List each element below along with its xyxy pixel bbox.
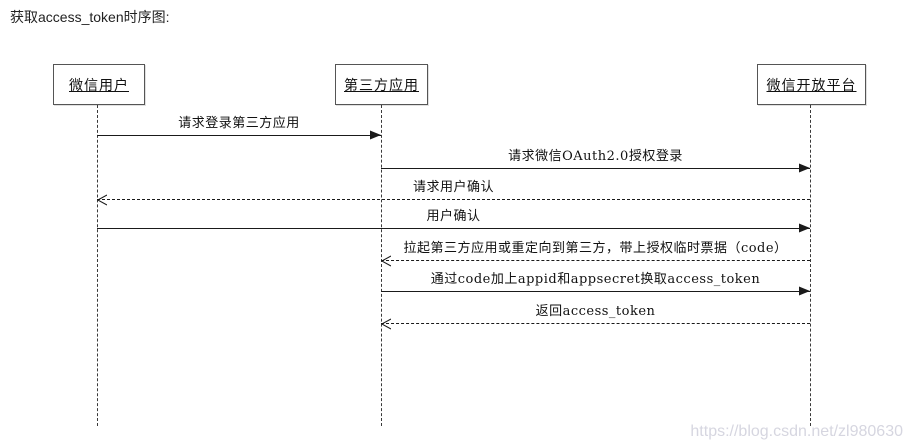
arrowhead-filled-icon — [799, 223, 810, 233]
watermark: https://blog.csdn.net/zl980630 — [690, 423, 903, 440]
actor-box-wechat-user: 微信用户 — [53, 64, 145, 105]
message-redirect-with-code: 拉起第三方应用或重定向到第三方，带上授权临时票据（code） — [381, 240, 810, 267]
message-label: 返回access_token — [535, 304, 656, 319]
arrowhead-filled-icon — [799, 286, 810, 296]
arrowhead-open-icon — [381, 318, 391, 330]
message-line — [381, 291, 810, 292]
actor-label: 微信开放平台 — [766, 77, 857, 94]
lifeline-wechat-open-platform — [810, 105, 811, 426]
page-title: 获取access_token时序图: — [10, 9, 170, 25]
message-exchange-access-token: 通过code加上appid和appsecret换取access_token — [381, 271, 810, 296]
message-line — [97, 199, 810, 200]
message-line — [97, 228, 810, 229]
message-request-oauth-login: 请求微信OAuth2.0授权登录 — [381, 148, 810, 173]
message-label: 通过code加上appid和appsecret换取access_token — [430, 272, 761, 287]
message-label: 请求微信OAuth2.0授权登录 — [508, 149, 683, 164]
arrowhead-filled-icon — [799, 163, 810, 173]
message-label: 用户确认 — [426, 209, 481, 224]
arrowhead-open-icon — [381, 255, 391, 267]
message-request-user-confirm: 请求用户确认 — [97, 179, 810, 206]
message-request-login: 请求登录第三方应用 — [97, 115, 381, 140]
message-line — [381, 260, 810, 261]
message-label: 请求用户确认 — [412, 180, 494, 195]
message-line — [381, 323, 810, 324]
arrowhead-filled-icon — [370, 130, 381, 140]
actor-box-third-party-app: 第三方应用 — [335, 64, 428, 105]
actor-label: 第三方应用 — [344, 77, 419, 94]
actor-label: 微信用户 — [69, 77, 129, 94]
lifeline-wechat-user — [97, 105, 98, 426]
message-line — [97, 135, 381, 136]
message-label: 请求登录第三方应用 — [178, 116, 300, 131]
arrowhead-open-icon — [97, 194, 107, 206]
actor-box-wechat-open-platform: 微信开放平台 — [757, 64, 866, 105]
message-line — [381, 168, 810, 169]
lifeline-third-party-app — [381, 105, 382, 426]
message-user-confirm: 用户确认 — [97, 208, 810, 233]
message-return-access-token: 返回access_token — [381, 303, 810, 330]
message-label: 拉起第三方应用或重定向到第三方，带上授权临时票据（code） — [403, 241, 788, 256]
